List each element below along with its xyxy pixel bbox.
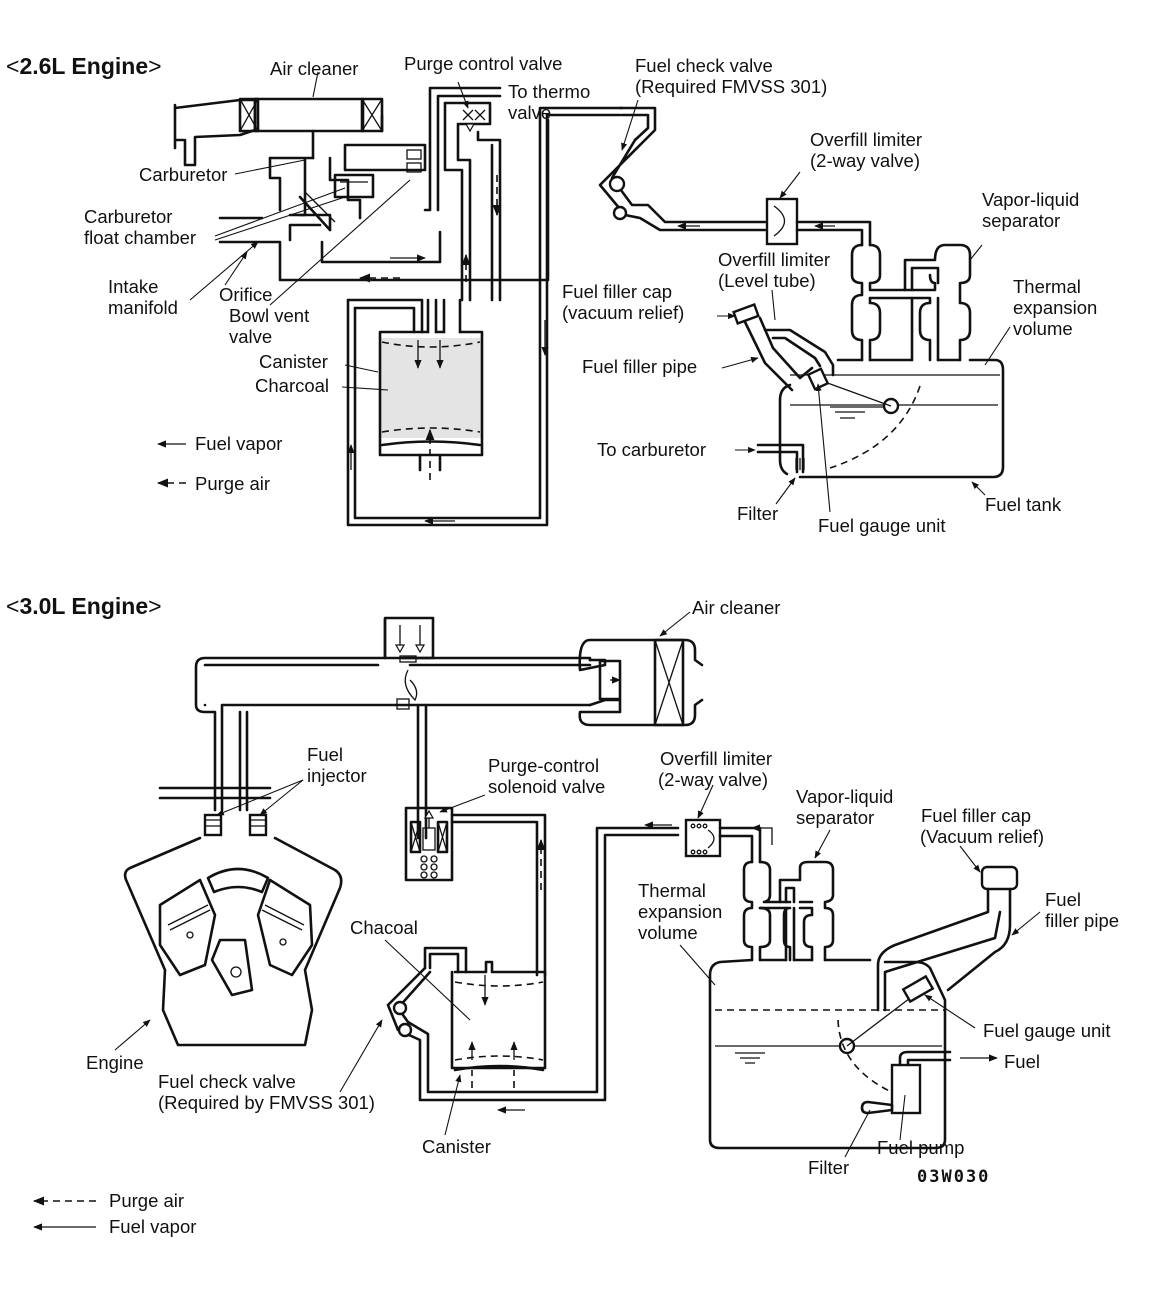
label-float-chamber-1: Carburetor <box>84 206 172 227</box>
label-canister-2-6l: Canister <box>259 351 328 372</box>
label-fuel-injector-1: Fuel <box>307 744 343 765</box>
label-fuel-tank-2-6l: Fuel tank <box>985 494 1062 515</box>
label-thermal-expansion-2-6l-2: expansion <box>1013 297 1097 318</box>
label-to-thermo-valve-1: To thermo <box>508 81 590 102</box>
label-charcoal-2-6l: Charcoal <box>255 375 329 396</box>
legend-label-purge-air-3-0l: Purge air <box>109 1190 184 1211</box>
label-intake-manifold-2: manifold <box>108 297 178 318</box>
fuel-tank-2-6l <box>756 358 1005 479</box>
label-overfill-level-tube-2: (Level tube) <box>718 270 816 291</box>
label-overfill-limiter-3-0l-2: (2-way valve) <box>658 769 768 790</box>
section-2-6l-engine: <2.6L Engine> <box>6 53 1097 536</box>
label-to-carburetor: To carburetor <box>597 439 706 460</box>
label-overfill-limiter-3-0l-1: Overfill limiter <box>660 748 772 769</box>
label-engine: Engine <box>86 1052 144 1073</box>
label-air-cleaner-3-0l: Air cleaner <box>692 597 780 618</box>
fuel-injectors <box>158 786 272 837</box>
carburetor <box>268 143 427 242</box>
section-title-3-0l: <3.0L Engine> <box>6 593 162 619</box>
figure-code: 03W030 <box>917 1167 990 1187</box>
legend-label-fuel-vapor-3-0l: Fuel vapor <box>109 1216 196 1237</box>
label-bowl-vent-valve-2: valve <box>229 326 272 347</box>
label-thermal-expansion-2-6l-3: volume <box>1013 318 1073 339</box>
label-fuel-gauge-unit-2-6l: Fuel gauge unit <box>818 515 946 536</box>
label-vapor-liquid-2-6l-2: separator <box>982 210 1060 231</box>
label-chacoal: Chacoal <box>350 917 418 938</box>
fuel-check-valve-2-6l <box>598 106 767 232</box>
label-filler-cap-3-0l-2: (Vacuum relief) <box>920 826 1044 847</box>
overfill-limiter-2-way-3-0l <box>644 818 773 864</box>
overfill-limiter-2-way-2-6l <box>765 197 872 247</box>
legend-3-0l: Purge air Fuel vapor <box>32 1190 196 1237</box>
label-air-cleaner-2-6l: Air cleaner <box>270 58 358 79</box>
label-overfill-limiter-2-6l-2: (2-way valve) <box>810 150 920 171</box>
fuel-filler-pipe-2-6l <box>732 303 835 392</box>
label-thermal-expansion-3-0l-3: volume <box>638 922 698 943</box>
legend-label-purge-air-2-6l: Purge air <box>195 473 270 494</box>
label-bowl-vent-valve-1: Bowl vent <box>229 305 309 326</box>
label-filler-cap-2-6l-1: Fuel filler cap <box>562 281 672 302</box>
legend-2-6l: Fuel vapor Purge air <box>156 433 282 494</box>
label-vapor-liquid-3-0l-1: Vapor-liquid <box>796 786 893 807</box>
leader-lines-2-6l <box>189 71 1011 513</box>
label-fuel-pump: Fuel pump <box>877 1137 964 1158</box>
label-fuel-check-valve-3-0l-2: (Required by FMVSS 301) <box>158 1092 375 1113</box>
label-thermal-expansion-2-6l-1: Thermal <box>1013 276 1081 297</box>
section-3-0l-engine: <3.0L Engine> <box>6 593 1119 1237</box>
label-thermal-expansion-3-0l-1: Thermal <box>638 880 706 901</box>
label-carburetor: Carburetor <box>139 164 227 185</box>
label-filler-pipe-3-0l-2: filler pipe <box>1045 910 1119 931</box>
section-title-2-6l: <2.6L Engine> <box>6 53 162 79</box>
label-intake-manifold-1: Intake <box>108 276 158 297</box>
label-filler-cap-3-0l-1: Fuel filler cap <box>921 805 1031 826</box>
label-fuel-gauge-unit-3-0l: Fuel gauge unit <box>983 1020 1111 1041</box>
label-filler-pipe-3-0l-1: Fuel <box>1045 889 1081 910</box>
label-filler-pipe-2-6l: Fuel filler pipe <box>582 356 697 377</box>
label-vapor-liquid-3-0l-2: separator <box>796 807 874 828</box>
label-filter-2-6l: Filter <box>737 503 778 524</box>
canister-2-6l <box>346 106 624 527</box>
fuel-tank-3-0l <box>708 958 998 1150</box>
engine-block-3-0l <box>123 836 343 1047</box>
leader-lines-3-0l <box>114 611 1041 1158</box>
purge-control-solenoid-valve <box>404 806 547 977</box>
label-fuel-check-valve-2-6l-2: (Required FMVSS 301) <box>635 76 827 97</box>
label-to-thermo-valve-2: valve <box>508 102 551 123</box>
air-cleaner-2-6l <box>173 97 384 167</box>
air-cleaner-3-0l <box>578 638 704 727</box>
label-fuel-out: Fuel <box>1004 1051 1040 1072</box>
label-orifice: Orifice <box>219 284 272 305</box>
intake-plenum-3-0l <box>194 616 592 840</box>
label-purge-solenoid-1: Purge-control <box>488 755 599 776</box>
canister-3-0l <box>386 826 680 1114</box>
label-fuel-check-valve-3-0l-1: Fuel check valve <box>158 1071 296 1092</box>
vapor-liquid-separator-2-6l <box>850 243 983 362</box>
vapor-liquid-separator-3-0l <box>742 860 835 962</box>
legend-label-fuel-vapor-2-6l: Fuel vapor <box>195 433 282 454</box>
fuel-filler-pipe-3-0l <box>876 865 1019 1012</box>
label-float-chamber-2: float chamber <box>84 227 196 248</box>
label-vapor-liquid-2-6l-1: Vapor-liquid <box>982 189 1079 210</box>
label-purge-solenoid-2: solenoid valve <box>488 776 605 797</box>
label-canister-3-0l: Canister <box>422 1136 491 1157</box>
label-overfill-limiter-2-6l-1: Overfill limiter <box>810 129 922 150</box>
purge-control-valve-2-6l <box>423 86 502 302</box>
label-fuel-injector-2: injector <box>307 765 367 786</box>
label-fuel-check-valve-2-6l-1: Fuel check valve <box>635 55 773 76</box>
label-purge-control-valve: Purge control valve <box>404 53 562 74</box>
label-filter-3-0l: Filter <box>808 1157 849 1178</box>
label-thermal-expansion-3-0l-2: expansion <box>638 901 722 922</box>
label-filler-cap-2-6l-2: (vacuum relief) <box>562 302 684 323</box>
label-overfill-level-tube-1: Overfill limiter <box>718 249 830 270</box>
